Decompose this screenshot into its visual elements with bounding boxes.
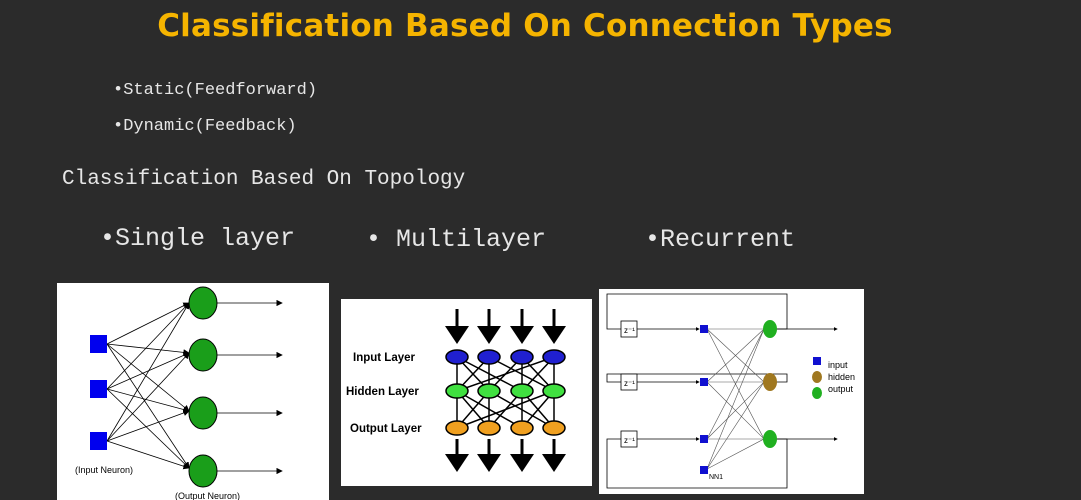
input-neuron-2: [90, 380, 107, 398]
topology-multilayer: • Multilayer: [366, 225, 547, 254]
multilayer-arrows: [445, 309, 566, 472]
legend-hidden-swatch: [812, 371, 822, 383]
multilayer-connections: [456, 356, 555, 429]
hidden-layer-nodes: [445, 383, 566, 399]
legend-input-swatch: [813, 357, 821, 365]
input-layer-nodes: [445, 349, 566, 365]
legend-hidden-label: hidden: [828, 372, 855, 382]
recurrent-output-node-1: [763, 320, 777, 338]
input-neuron-3: [90, 432, 107, 450]
connection-type-dynamic: •Dynamic(Feedback): [113, 117, 297, 136]
output-neuron-4: [188, 454, 218, 488]
input-neuron-1: [90, 335, 107, 353]
legend-output-swatch: [812, 387, 822, 399]
input-layer-label: Input Layer: [353, 352, 416, 364]
topology-recurrent: •Recurrent: [645, 225, 796, 254]
static-label: Static(Feedforward): [123, 81, 318, 100]
legend-input-label: input: [828, 360, 848, 370]
output-neuron-caption: (Output Neuron): [175, 491, 240, 500]
output-layer-nodes: [445, 420, 566, 436]
output-neuron-1: [188, 286, 218, 320]
hidden-layer-label: Hidden Layer: [346, 386, 419, 398]
multilayer-diagram: Input Layer Hidden Layer Output Layer: [341, 299, 592, 486]
recurrent-hidden-node: [763, 373, 777, 391]
single-layer-network-svg: (Input Neuron) (Output Neuron): [75, 286, 283, 500]
output-neuron-3: [188, 396, 218, 430]
delay-label-1: z⁻¹: [624, 326, 635, 335]
single-layer-connections: [106, 299, 283, 475]
recurrent-network-svg: z⁻¹ z⁻¹ z⁻¹ NN1 input hidden output: [606, 293, 855, 489]
recurrent-output-node-2: [763, 430, 777, 448]
recurrent-legend: input hidden output: [812, 357, 855, 399]
dynamic-label: Dynamic(Feedback): [123, 117, 297, 136]
recurrent-connections: [706, 328, 765, 470]
multilayer-network-svg: Input Layer Hidden Layer Output Layer: [346, 309, 566, 472]
output-neuron-2: [188, 338, 218, 372]
multilayer-label: Multilayer: [396, 225, 547, 254]
input-neuron-caption: (Input Neuron): [75, 465, 133, 475]
nn1-label: NN1: [709, 474, 723, 481]
single-layer-diagram: (Input Neuron) (Output Neuron): [57, 283, 329, 500]
topology-single-layer: •Single layer: [100, 224, 296, 253]
slide-title: Classification Based On Connection Types: [157, 8, 893, 44]
single-layer-label: Single layer: [115, 224, 296, 253]
delay-label-3: z⁻¹: [624, 436, 635, 445]
output-layer-label: Output Layer: [350, 423, 422, 435]
delay-units: z⁻¹ z⁻¹ z⁻¹: [620, 320, 638, 448]
recurrent-input-nodes: [700, 325, 708, 474]
delay-label-2: z⁻¹: [624, 379, 635, 388]
recurrent-diagram: z⁻¹ z⁻¹ z⁻¹ NN1 input hidden output: [599, 289, 864, 494]
recurrent-label: Recurrent: [660, 225, 796, 254]
delay-to-input-lines: [637, 327, 838, 441]
connection-type-static: •Static(Feedforward): [113, 81, 318, 100]
legend-output-label: output: [828, 384, 854, 394]
topology-heading: Classification Based On Topology: [62, 168, 466, 191]
